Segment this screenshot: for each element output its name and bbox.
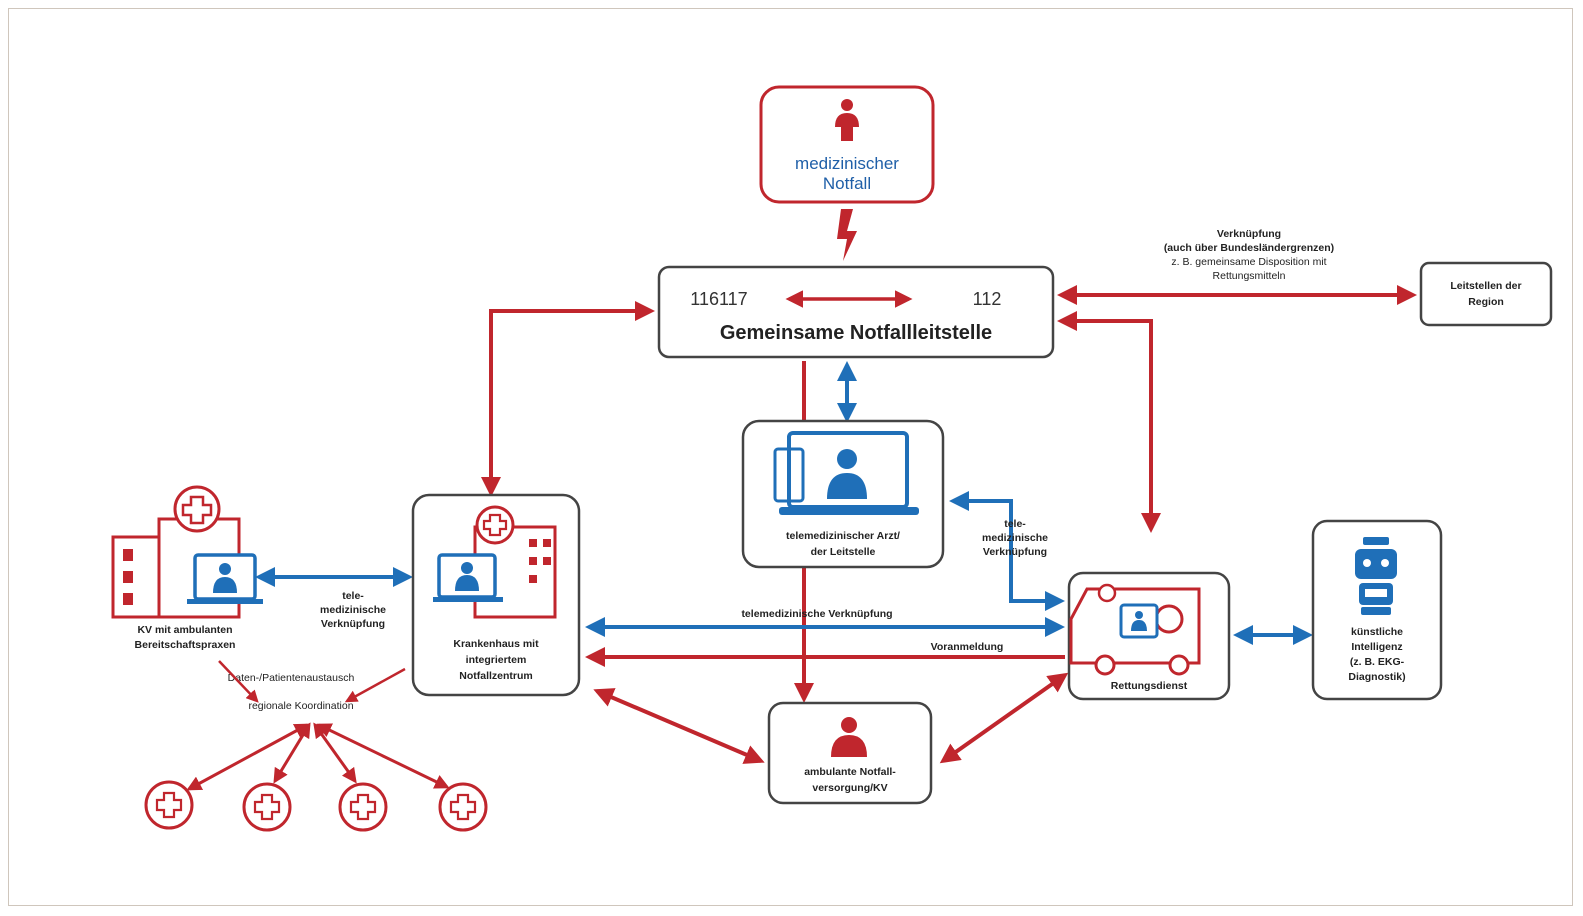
number-112: 112 xyxy=(973,289,1002,309)
clinic-icon xyxy=(144,780,194,830)
control-center-title: Gemeinsame Notfallleitstelle xyxy=(720,322,992,344)
laptop-doctor-icon xyxy=(433,553,503,602)
coordination-arrow-2 xyxy=(273,722,311,784)
hospital-node: Krankenhaus mit integriertem Notfallzent… xyxy=(411,493,581,697)
robot-icon xyxy=(1355,537,1397,615)
gp-label-1: KV mit ambulanten xyxy=(137,624,232,636)
tele-ambulance-arrow xyxy=(949,491,1065,611)
doctor-icon xyxy=(831,717,867,757)
clinic-icon xyxy=(338,782,388,832)
gp-coordination-arrow xyxy=(218,660,259,703)
ambulance-outpatient-arrow xyxy=(939,672,1069,764)
regional-centers-label-1: Leitstellen der xyxy=(1450,280,1521,292)
laptop-doctor-icon xyxy=(773,431,919,515)
link-caption-3: z. B. gemeinsame Disposition mit xyxy=(1171,256,1326,268)
hospital-label-1: Krankenhaus mit xyxy=(453,638,539,650)
hospital-label-3: Notfallzentrum xyxy=(459,670,533,682)
link-caption-1: Verknüpfung xyxy=(1217,228,1281,240)
number-116117: 116117 xyxy=(690,289,747,309)
outpatient-node: ambulante Notfall- versorgung/KV xyxy=(767,701,933,805)
telemedicine-node: telemedizinischer Arzt/ der Leitstelle xyxy=(741,419,945,569)
hospital-building-icon xyxy=(473,505,557,619)
lightning-icon xyxy=(837,209,857,261)
gp-hosp-label-2: medizinische xyxy=(320,604,386,616)
control-center-node: 116117 112 Gemeinsame Notfallleitstelle xyxy=(657,265,1055,359)
data-exchange-label: Daten-/Patientenaustausch xyxy=(228,672,355,684)
emergency-label-1: medizinischer xyxy=(795,154,899,173)
regional-centers-label-2: Region xyxy=(1468,296,1504,308)
care-network-diagram: medizinischer Notfall 116117 112 Gemeins… xyxy=(111,85,1553,832)
figure-frame: medizinischer Notfall 116117 112 Gemeins… xyxy=(8,8,1573,906)
telemedicine-label-1: telemedizinischer Arzt/ xyxy=(786,530,900,542)
ai-node: künstliche Intelligenz (z. B. EKG- Diagn… xyxy=(1311,519,1443,701)
outpatient-label-1: ambulante Notfall- xyxy=(804,766,896,778)
gp-hosp-label-1: tele- xyxy=(342,590,364,602)
regional-clinics xyxy=(144,722,488,832)
ai-label-3: (z. B. EKG- xyxy=(1350,656,1405,668)
tele-amb-label-2: medizinische xyxy=(982,532,1048,544)
link-caption-4: Rettungsmitteln xyxy=(1213,270,1286,282)
ambulance-node: Rettungsdienst xyxy=(1067,571,1231,701)
gp-practice-node: KV mit ambulanten Bereitschaftspraxen xyxy=(111,485,263,651)
ambulance-icon xyxy=(1069,583,1201,676)
coordination-arrow-4 xyxy=(316,723,450,789)
control-ambulance-arrow xyxy=(1057,311,1161,533)
ai-label-2: Intelligenz xyxy=(1351,641,1402,653)
telemedicine-label-2: der Leitstelle xyxy=(811,546,876,558)
gp-label-2: Bereitschaftspraxen xyxy=(135,639,236,651)
hospital-label-2: integriertem xyxy=(466,654,527,666)
ai-label-1: künstliche xyxy=(1351,626,1403,638)
clinic-icon xyxy=(242,782,292,832)
emergency-label-2: Notfall xyxy=(823,174,871,193)
ambulance-label: Rettungsdienst xyxy=(1111,680,1188,692)
ai-label-4: Diagnostik) xyxy=(1348,671,1405,683)
tele-amb-label-3: Verknüpfung xyxy=(983,546,1047,558)
hospital-outpatient-arrow xyxy=(593,688,765,764)
hospital-ambulance-tele-label: telemedizinische Verknüpfung xyxy=(741,608,892,620)
emergency-node: medizinischer Notfall xyxy=(759,85,935,204)
hospital-coordination-arrow xyxy=(344,667,406,703)
notice-label: Voranmeldung xyxy=(931,641,1004,653)
link-caption-2: (auch über Bundesländergrenzen) xyxy=(1164,242,1334,254)
person-alert-icon xyxy=(835,99,859,141)
regional-coordination-label: regionale Koordination xyxy=(248,700,353,712)
control-hospital-arrow xyxy=(481,301,655,497)
outpatient-label-2: versorgung/KV xyxy=(812,782,887,794)
gp-hosp-label-3: Verknüpfung xyxy=(321,618,385,630)
tele-amb-label-1: tele- xyxy=(1004,518,1026,530)
regional-centers-node: Verknüpfung (auch über Bundesländergrenz… xyxy=(1164,228,1553,327)
clinic-icon xyxy=(438,782,488,832)
laptop-doctor-icon xyxy=(187,553,263,604)
